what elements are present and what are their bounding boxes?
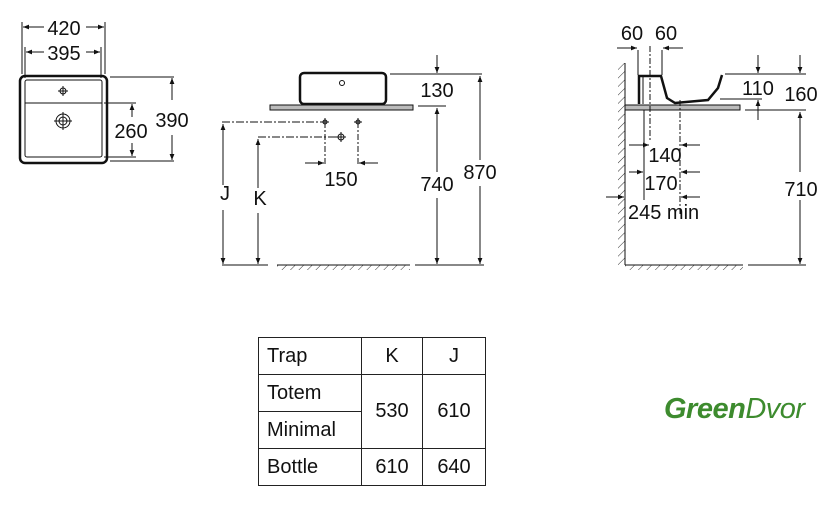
- basin-outline: [18, 74, 109, 165]
- floor-hatch: [277, 265, 410, 270]
- dim-140: 140: [648, 145, 681, 167]
- dim-60-right: 60: [655, 23, 677, 45]
- dim-inner-depth: 260: [114, 121, 147, 143]
- table-row: Totem 530 610: [258, 374, 486, 449]
- header-trap: Trap: [258, 337, 362, 375]
- drain-icon: [54, 112, 72, 130]
- dim-width-inner: 395: [47, 43, 80, 65]
- dim-60-left: 60: [621, 23, 643, 45]
- table-row: Minimal: [258, 411, 486, 449]
- dim-110: 110: [742, 78, 774, 100]
- dim-trap-spacing: 150: [324, 169, 357, 191]
- dim-total-height: 870: [463, 162, 496, 184]
- dim-710: 710: [784, 179, 817, 201]
- dim-170: 170: [644, 173, 677, 195]
- trap-type: Minimal: [258, 411, 362, 449]
- floor-hatch: [625, 265, 743, 270]
- dim-counter-height: 740: [420, 174, 453, 196]
- dim-basin-height: 130: [420, 80, 453, 102]
- top-view: [18, 22, 175, 165]
- greendvor-logo: GreenDvor: [664, 393, 805, 426]
- side-view: [606, 45, 806, 270]
- trap-type: Bottle: [258, 448, 362, 486]
- wall-hatch: [618, 63, 625, 265]
- trap-point-icon: [321, 118, 329, 126]
- table-row: Bottle 610 640: [258, 448, 486, 486]
- table-header-row: Trap K J: [258, 337, 486, 375]
- basin-front: [298, 71, 388, 106]
- trap-table: Trap K J Totem 530 610 Minimal Bottle 61…: [258, 337, 486, 486]
- j-value: 640: [422, 448, 486, 486]
- header-j: J: [422, 337, 486, 375]
- trap-type: Totem: [258, 374, 362, 412]
- logo-dvor: Dvor: [745, 393, 805, 425]
- trap-point-icon: [354, 118, 362, 126]
- front-view: [220, 55, 484, 270]
- countertop: [269, 104, 414, 111]
- trap-point-icon: [336, 132, 346, 142]
- header-k: K: [361, 337, 423, 375]
- dim-width-outer: 420: [47, 18, 80, 40]
- tap-hole-icon: [58, 86, 68, 96]
- basin-profile: [637, 74, 724, 105]
- countertop: [624, 104, 741, 111]
- dim-245-min: 245 min: [628, 202, 699, 224]
- j-value: 610: [422, 374, 486, 449]
- k-value: 610: [361, 448, 423, 486]
- label-j: J: [220, 183, 230, 205]
- logo-green: Green: [664, 393, 746, 425]
- label-k: K: [253, 188, 267, 210]
- dim-160: 160: [784, 84, 817, 106]
- basin-inner: [24, 79, 103, 158]
- dim-depth: 390: [155, 110, 188, 132]
- k-value: 530: [361, 374, 423, 449]
